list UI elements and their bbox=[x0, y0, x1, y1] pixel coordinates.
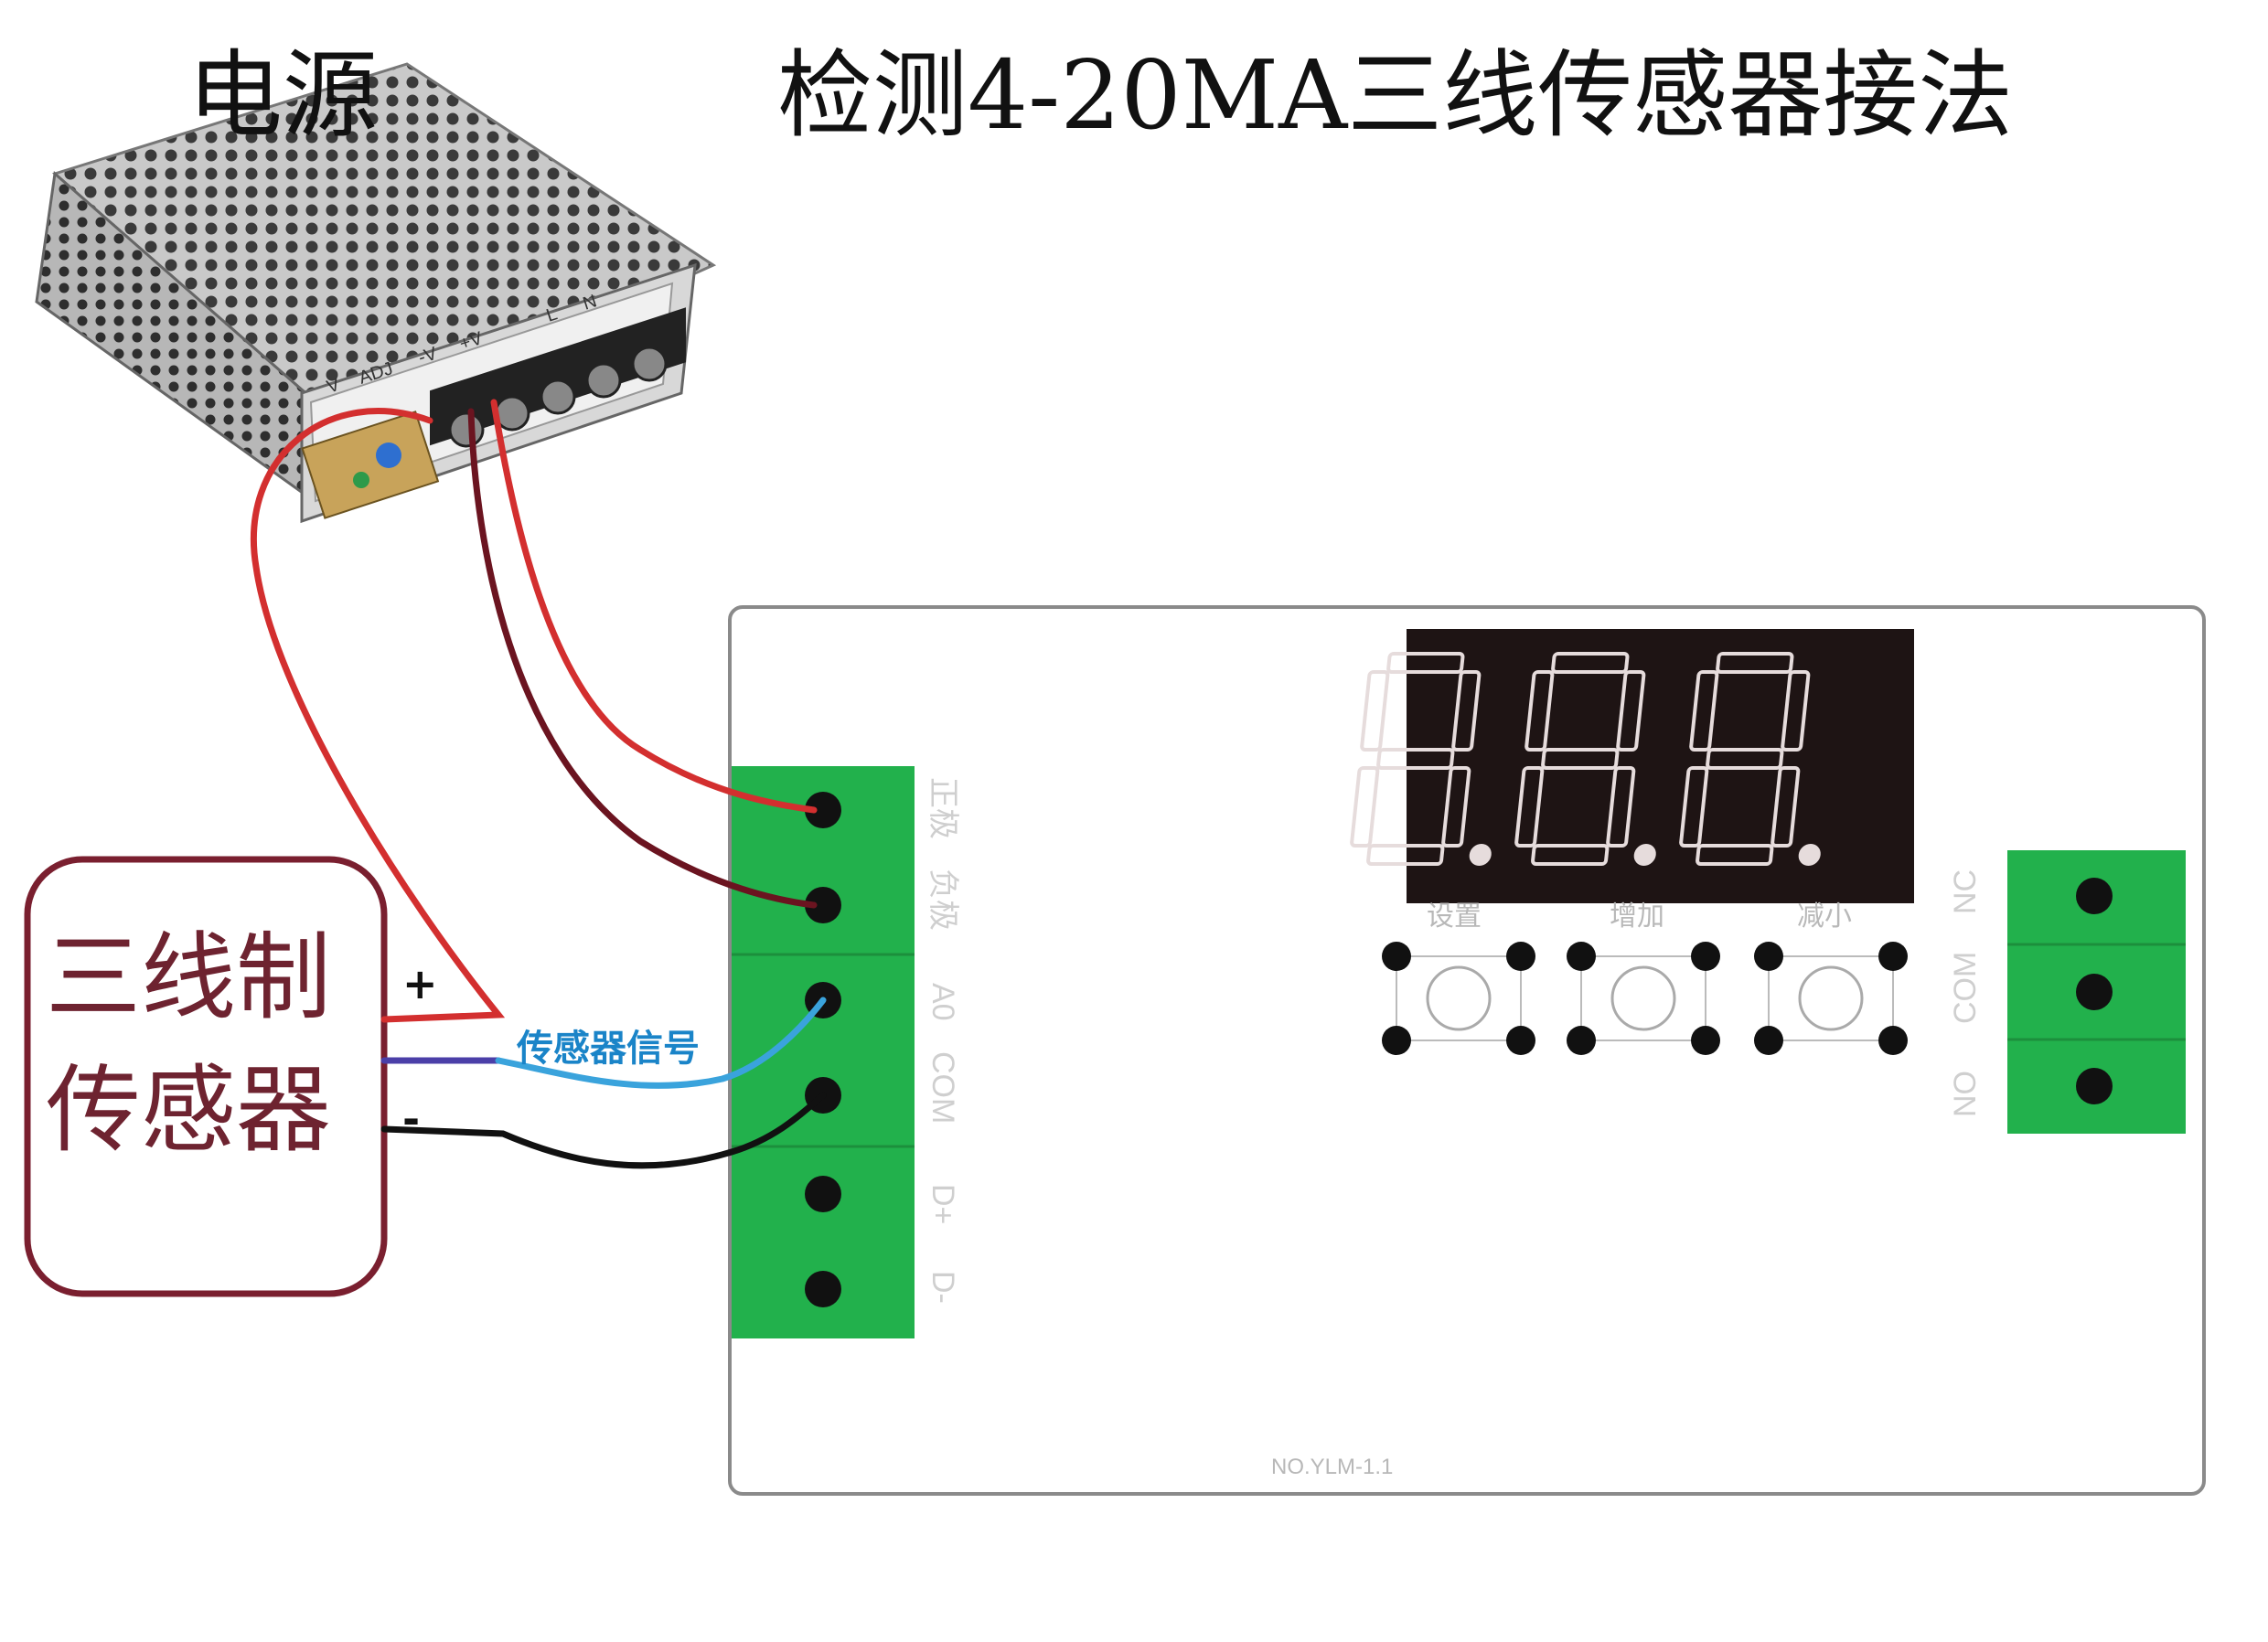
diagram-title: 检测4-20MA三线传感器接法 bbox=[777, 39, 2013, 151]
sensor-box: 三线制 传感器 bbox=[24, 856, 388, 1297]
display-segment bbox=[1524, 670, 1555, 752]
label-relay-com: COM bbox=[1948, 952, 1983, 1024]
display-segment bbox=[1679, 766, 1709, 848]
display-segment bbox=[1606, 766, 1636, 848]
display-segment bbox=[1781, 670, 1811, 752]
wires bbox=[250, 399, 827, 1169]
label-relay-no: NO bbox=[1948, 1071, 1983, 1117]
label-d-plus: D+ bbox=[925, 1184, 960, 1224]
display-segment bbox=[1531, 844, 1610, 866]
psu-pcb bbox=[301, 410, 440, 519]
display-segment bbox=[1360, 670, 1390, 752]
display-segment bbox=[1366, 844, 1445, 866]
terminal-hole-d-plus bbox=[805, 1176, 841, 1212]
relay-hole-nc bbox=[2076, 878, 2113, 914]
display-segment bbox=[1771, 766, 1801, 848]
sensor-label-line2: 传感器 bbox=[46, 1054, 331, 1166]
display-segment bbox=[1616, 670, 1646, 752]
display-segment bbox=[1451, 670, 1482, 752]
terminal-hole-d-minus bbox=[805, 1271, 841, 1307]
display-segment bbox=[1514, 766, 1545, 848]
relay-hole-no bbox=[2076, 1068, 2113, 1104]
sensor-label-line1: 三线制 bbox=[46, 922, 331, 1033]
label-relay-nc: NC bbox=[1948, 869, 1983, 914]
psu-print-n: N bbox=[581, 291, 600, 314]
display-segment bbox=[1441, 766, 1471, 848]
wire-signal-blue bbox=[495, 997, 827, 1089]
display-digit bbox=[1679, 652, 1821, 866]
wire-psu-positive bbox=[490, 399, 818, 814]
display-segment bbox=[1716, 652, 1794, 674]
wire-psu-to-sensor-plus bbox=[250, 408, 506, 1023]
display-digit bbox=[1350, 652, 1492, 866]
display-digit bbox=[1514, 652, 1656, 866]
terminal-hole-positive bbox=[805, 792, 841, 828]
label-d-minus: D- bbox=[925, 1271, 960, 1304]
display-segment bbox=[1386, 652, 1465, 674]
label-negative: 负极 bbox=[925, 869, 960, 931]
label-positive: 正极 bbox=[925, 777, 960, 839]
display-decimal-point bbox=[1633, 844, 1656, 866]
button-label-set: 设置 bbox=[1427, 901, 1482, 932]
display-segment bbox=[1696, 844, 1774, 866]
display-segment bbox=[1551, 652, 1630, 674]
wire-sensor-minus bbox=[380, 1092, 827, 1169]
controller-board: 正极 负极 A0 COM D+ D- NC COM NO 设置 增加 减小 bbox=[728, 605, 2206, 1496]
set-button[interactable] bbox=[1382, 942, 1535, 1055]
display-segment bbox=[1376, 748, 1455, 770]
button-label-decrease: 减小 bbox=[1797, 901, 1852, 932]
sensor-plus-label: + bbox=[402, 959, 438, 1008]
display-segment bbox=[1350, 766, 1380, 848]
label-com: COM bbox=[925, 1051, 960, 1124]
label-a0: A0 bbox=[925, 983, 960, 1021]
relay-hole-com bbox=[2076, 974, 2113, 1010]
seven-segment-display bbox=[1350, 629, 1914, 903]
adj-potentiometer bbox=[376, 442, 401, 468]
sensor-signal-label: 传感器信号 bbox=[516, 1028, 700, 1070]
power-supply-label: 电源 bbox=[187, 39, 378, 151]
display-decimal-point bbox=[1798, 844, 1821, 866]
wire-psu-negative bbox=[467, 408, 818, 909]
increase-button[interactable] bbox=[1567, 942, 1720, 1055]
button-label-increase: 增加 bbox=[1610, 901, 1664, 932]
power-supply-unit: V ADJ -V +V L N bbox=[35, 62, 717, 524]
decrease-button[interactable] bbox=[1754, 942, 1908, 1055]
left-terminal-block bbox=[732, 766, 915, 1338]
display-segment bbox=[1541, 748, 1620, 770]
terminal-hole-negative bbox=[805, 887, 841, 923]
display-segment bbox=[1689, 670, 1719, 752]
display-segment bbox=[1706, 748, 1784, 770]
display-decimal-point bbox=[1469, 844, 1492, 866]
board-model-label: NO.YLM-1.1 bbox=[1271, 1455, 1393, 1479]
sensor-minus-label: - bbox=[402, 1094, 420, 1144]
